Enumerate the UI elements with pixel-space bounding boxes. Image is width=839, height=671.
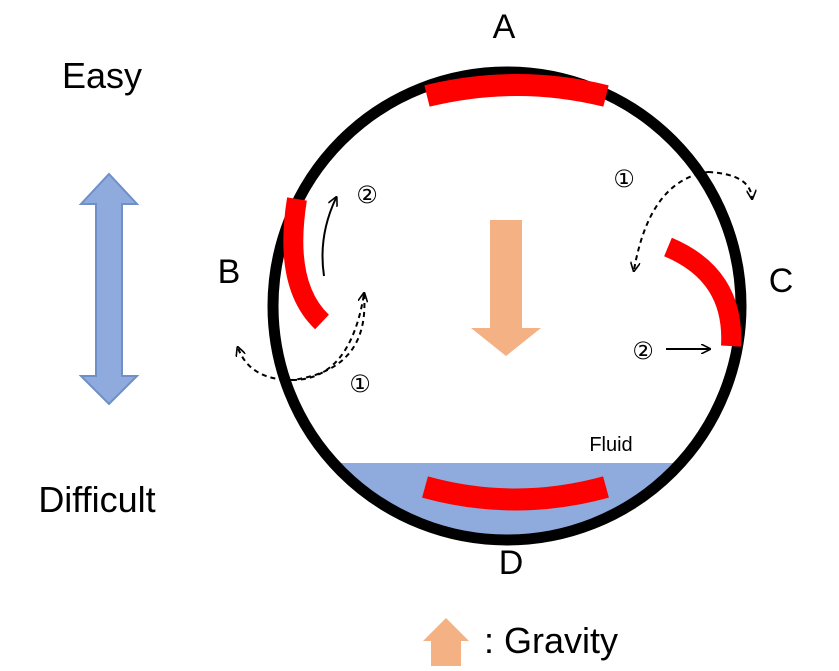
c-step-1-arrow-inward [634, 171, 709, 270]
b-step-2-label: ② [356, 181, 378, 209]
gravity-arrow [471, 220, 541, 356]
cell-segment-c [663, 237, 742, 347]
position-label-d: D [499, 544, 524, 582]
b-step-1-arrow [238, 293, 366, 382]
position-label-c: C [769, 262, 794, 300]
easy-label: Easy [62, 55, 142, 96]
c-step-2-label: ② [632, 337, 654, 365]
b-step-2-arrow [321, 198, 337, 277]
cell-segment-d [422, 476, 609, 511]
position-label-b: B [218, 253, 241, 291]
fluid-label: Fluid [589, 434, 632, 456]
gravity-arrow-icon [423, 618, 469, 666]
vessel-ring [267, 66, 747, 546]
gravity-legend-label: : Gravity [484, 620, 618, 661]
b-step-1-label: ① [349, 370, 371, 398]
difficult-label: Difficult [38, 479, 155, 520]
c-step-1-label: ① [613, 165, 635, 193]
position-label-a: A [493, 8, 516, 46]
cell-segment-b [283, 197, 330, 330]
difficulty-double-arrow [78, 172, 140, 406]
cell-segment-a [424, 74, 609, 107]
b-step-1-arrow-return [291, 294, 364, 381]
